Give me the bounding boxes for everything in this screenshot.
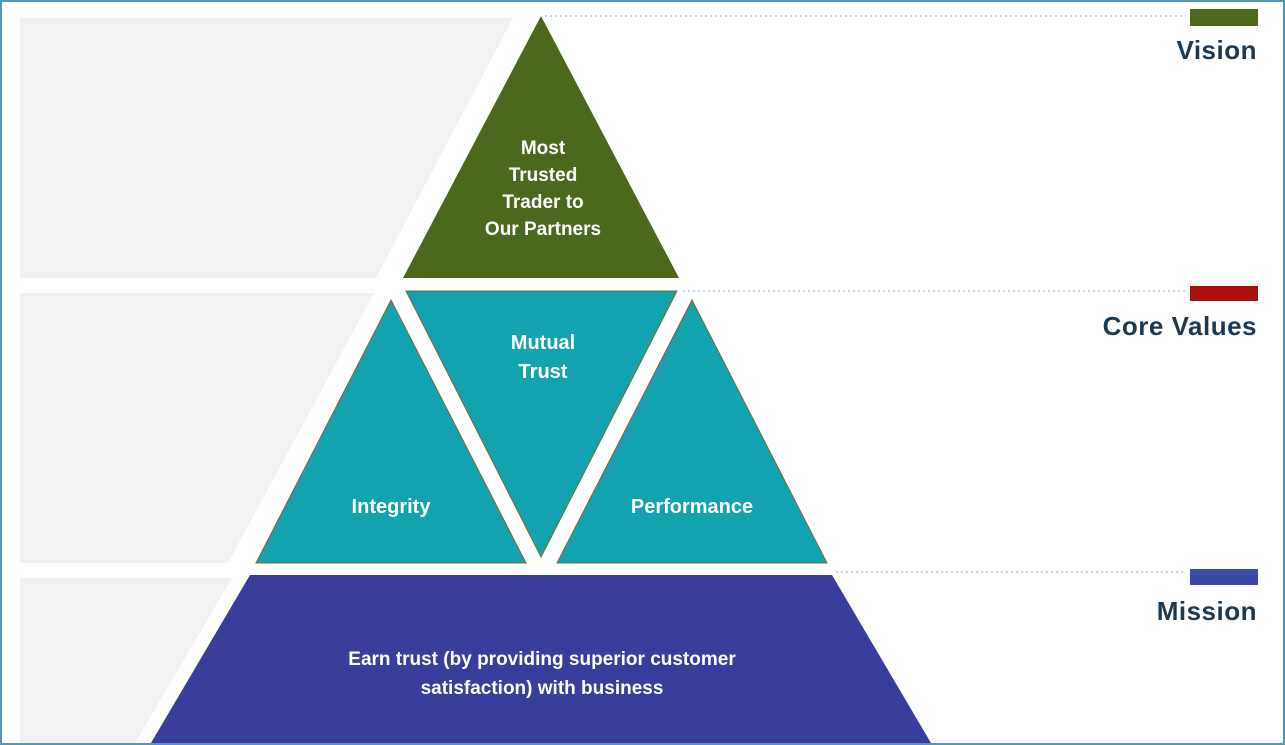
mission-legend-bar [1190, 569, 1258, 585]
vision-triangle-label: Most Trusted Trader to Our Partners [484, 138, 602, 240]
mutual-trust-triangle [405, 290, 678, 559]
background-block-middle [20, 293, 374, 563]
vision-triangle [403, 16, 679, 278]
vision-label: Vision [1176, 35, 1257, 65]
core-values-legend-bar [1190, 286, 1258, 301]
background-block-top [20, 18, 513, 278]
performance-label: Performance [630, 496, 754, 518]
mission-trapezoid [151, 575, 931, 743]
mission-label: Mission [1156, 596, 1257, 626]
performance-triangle [556, 298, 828, 564]
mission-statement: Earn trust (by providing superior custom… [348, 649, 736, 699]
mutual-trust-label: Mutual Trust [510, 332, 576, 383]
core-values-label: Core Values [1102, 311, 1257, 341]
integrity-label: Integrity [351, 496, 431, 518]
vision-legend-bar [1190, 9, 1258, 26]
integrity-triangle [255, 298, 527, 564]
background-block-bottom [20, 578, 232, 743]
